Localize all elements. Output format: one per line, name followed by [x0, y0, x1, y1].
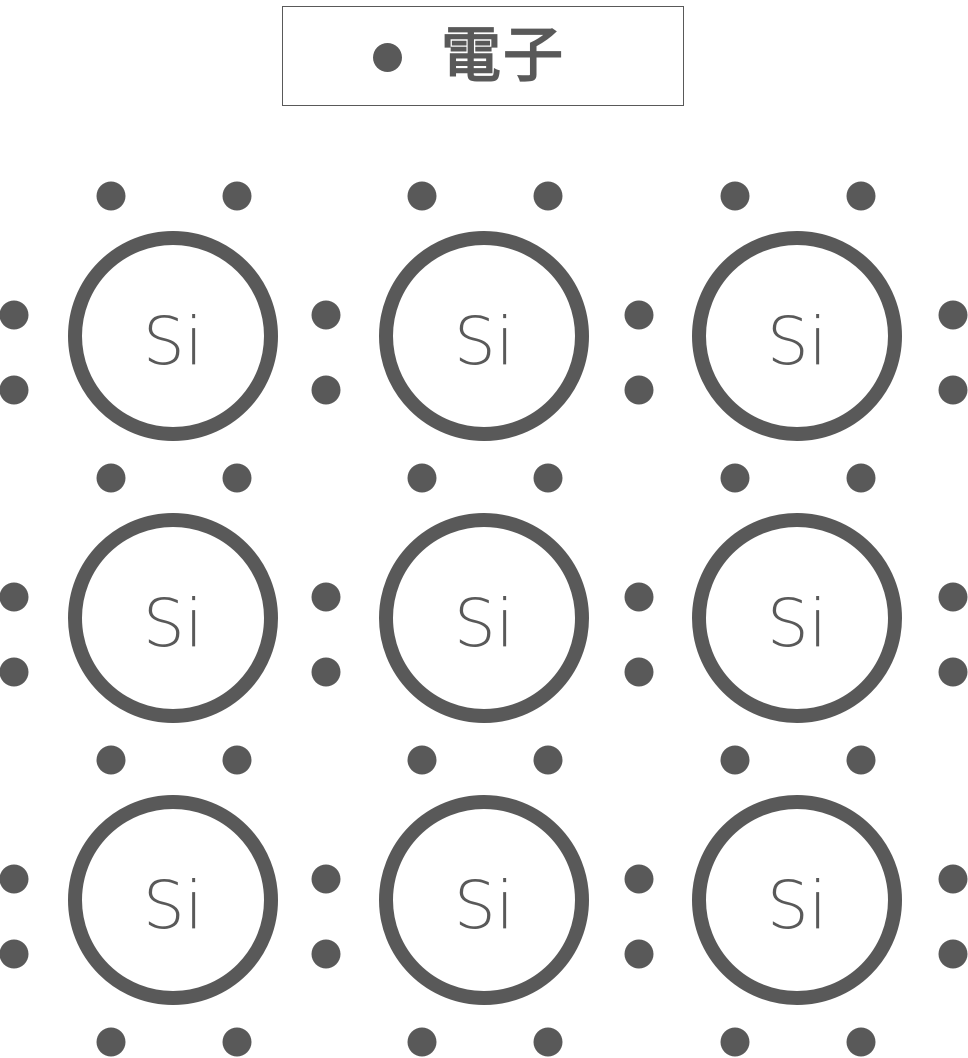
atom-label: Si [454, 303, 514, 380]
atom-circle [692, 231, 902, 441]
electron-dot [938, 375, 968, 405]
atom-label: Si [767, 585, 827, 662]
electron-dot [533, 463, 563, 493]
atom-circle [379, 231, 589, 441]
electron-dot [311, 657, 341, 687]
electron-dot [720, 745, 750, 775]
atom-label: Si [767, 867, 827, 944]
electron-dot [846, 181, 876, 211]
electron-dot [720, 463, 750, 493]
electron-dot [222, 745, 252, 775]
electron-dot [938, 300, 968, 330]
electron-dot [533, 1027, 563, 1057]
electron-dot [720, 181, 750, 211]
atom-circle [68, 513, 278, 723]
electron-dot [96, 1027, 126, 1057]
electron-dot [0, 582, 29, 612]
electron-dot [0, 864, 29, 894]
electron-dot [624, 300, 654, 330]
atom-circle [692, 513, 902, 723]
electron-dot [846, 463, 876, 493]
electron-dot [222, 1027, 252, 1057]
electron-dot [533, 745, 563, 775]
atom-circle [692, 795, 902, 1005]
electron-dot [624, 582, 654, 612]
electron-dot [624, 939, 654, 969]
electron-dot [938, 939, 968, 969]
electron-dot [96, 181, 126, 211]
electron-dot [407, 1027, 437, 1057]
electron-dot [311, 939, 341, 969]
electron-dot [311, 375, 341, 405]
electron-dot [624, 375, 654, 405]
electron-dot [0, 300, 29, 330]
legend-label: 電子 [441, 21, 565, 91]
atom-label: Si [454, 867, 514, 944]
electron-dot [96, 463, 126, 493]
electron-legend-icon [373, 43, 402, 72]
electron-dot [222, 463, 252, 493]
electron-dot [96, 745, 126, 775]
electron-dot [222, 181, 252, 211]
electron-dot [938, 582, 968, 612]
electron-dot [624, 657, 654, 687]
electron-dot [846, 745, 876, 775]
electron-dot [407, 463, 437, 493]
electron-dot [938, 864, 968, 894]
electron-dot [720, 1027, 750, 1057]
atom-circle [68, 231, 278, 441]
electron-dot [0, 939, 29, 969]
atom-label: Si [143, 585, 203, 662]
electron-dot [533, 181, 563, 211]
atom-circle [379, 513, 589, 723]
atom-label: Si [767, 303, 827, 380]
atom-label: Si [143, 867, 203, 944]
electron-dot [0, 375, 29, 405]
electron-dot [407, 181, 437, 211]
electron-dot [311, 864, 341, 894]
electron-dot [938, 657, 968, 687]
legend-box [282, 6, 684, 106]
atom-label: Si [454, 585, 514, 662]
electron-dot [311, 582, 341, 612]
electron-dot [407, 745, 437, 775]
electron-dot [624, 864, 654, 894]
electron-dot [846, 1027, 876, 1057]
electron-dot [311, 300, 341, 330]
atom-label: Si [143, 303, 203, 380]
atom-circle [379, 795, 589, 1005]
electron-dot [0, 657, 29, 687]
atom-circle [68, 795, 278, 1005]
